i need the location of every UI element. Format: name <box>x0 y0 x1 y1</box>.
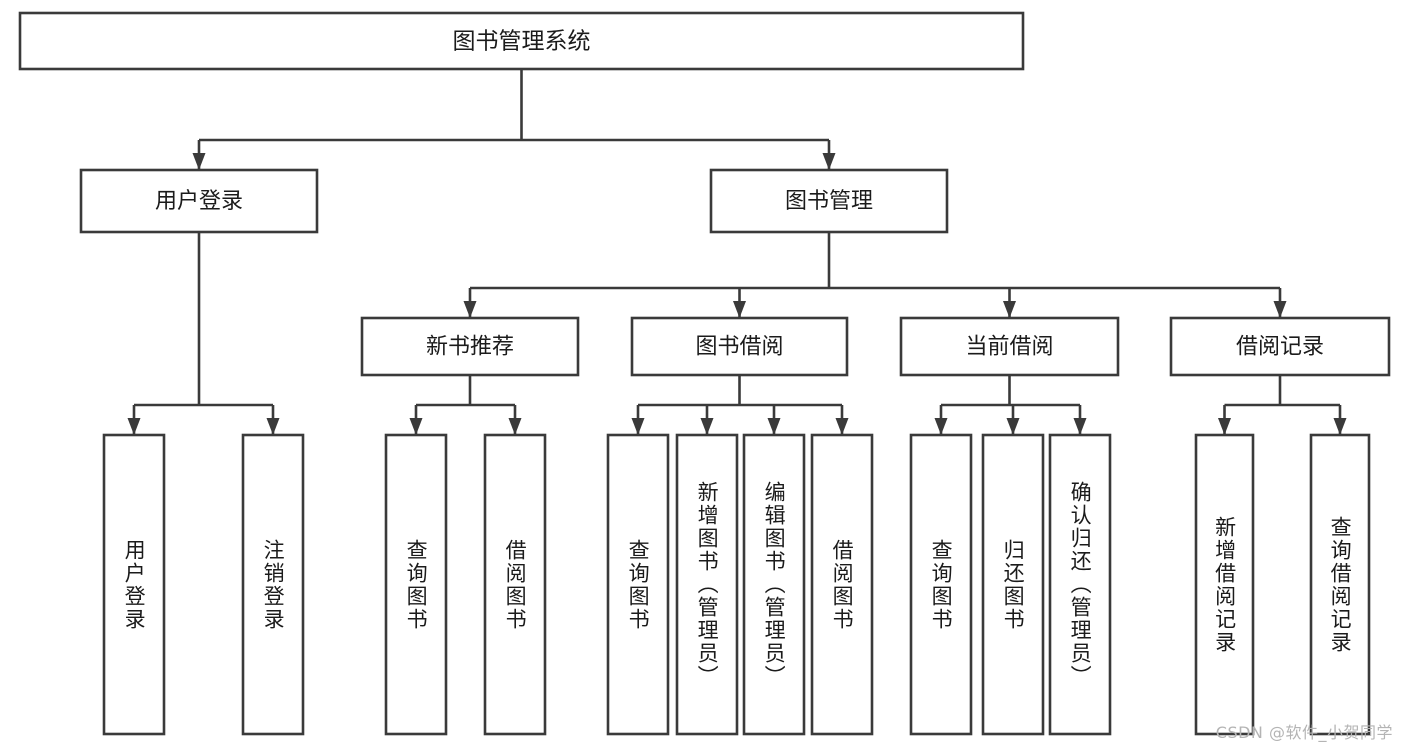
edge-arrowhead <box>1333 418 1347 435</box>
node-box-new-book-rec[interactable] <box>360 316 580 377</box>
node-label-book-borrow: 图书借阅 <box>695 335 783 360</box>
node-label-book-manage: 图书管理 <box>785 189 873 214</box>
node-label-user-login: 用户登录 <box>155 189 243 214</box>
edge-arrowhead <box>934 418 948 435</box>
edge-arrowhead <box>700 418 714 435</box>
edge-arrowhead <box>1073 418 1087 435</box>
node-label-root: 图书管理系统 <box>453 29 591 55</box>
node-box-leaf-cb-confirm-return[interactable] <box>1048 433 1112 736</box>
node-box-book-borrow[interactable] <box>630 316 849 377</box>
edge-arrowhead <box>409 418 423 435</box>
edge-arrowhead <box>463 301 477 318</box>
node-box-leaf-bb-add-book[interactable] <box>675 433 739 736</box>
edge-arrowhead <box>192 153 206 170</box>
node-box-borrow-record[interactable] <box>1169 316 1391 377</box>
node-box-user-login[interactable] <box>79 168 319 234</box>
node-box-leaf-br-add-record[interactable] <box>1194 433 1255 736</box>
edge-arrowhead <box>1003 301 1016 318</box>
node-box-leaf-cb-query-book[interactable] <box>909 433 973 736</box>
node-box-layer <box>18 11 1391 736</box>
node-box-leaf-cb-return-book[interactable] <box>981 433 1045 736</box>
node-box-leaf-br-query-record[interactable] <box>1309 433 1371 736</box>
edge-arrowhead <box>508 418 522 435</box>
edge-arrowhead <box>733 301 746 318</box>
edge-arrowhead <box>1273 301 1287 318</box>
node-label-new-book-rec: 新书推荐 <box>426 335 514 360</box>
node-box-leaf-rec-query-book[interactable] <box>384 433 448 736</box>
node-box-leaf-user-login[interactable] <box>102 433 166 736</box>
edge-arrowhead <box>767 418 781 435</box>
edge-arrowhead <box>1006 418 1020 435</box>
edge-arrowhead <box>127 418 141 435</box>
node-label-current-borrow: 当前借阅 <box>965 335 1053 360</box>
node-box-leaf-bb-borrow-book[interactable] <box>810 433 874 736</box>
node-box-leaf-logout[interactable] <box>241 433 305 736</box>
node-box-leaf-bb-edit-book[interactable] <box>742 433 806 736</box>
node-label-borrow-record: 借阅记录 <box>1236 335 1324 360</box>
node-box-current-borrow[interactable] <box>899 316 1120 377</box>
edge-arrowhead <box>835 418 849 435</box>
edge-arrowhead <box>266 418 280 435</box>
node-box-leaf-bb-query-book[interactable] <box>606 433 670 736</box>
edge-arrowhead <box>1218 418 1231 435</box>
edge-arrowhead <box>822 153 836 170</box>
connector-layer <box>127 69 1347 435</box>
node-box-book-manage[interactable] <box>709 168 949 234</box>
edge-arrowhead <box>631 418 645 435</box>
node-box-root[interactable] <box>18 11 1025 71</box>
csdn-watermark: CSDN @软件_小贺同学 <box>1215 723 1393 742</box>
node-box-leaf-rec-borrow-book[interactable] <box>483 433 547 736</box>
